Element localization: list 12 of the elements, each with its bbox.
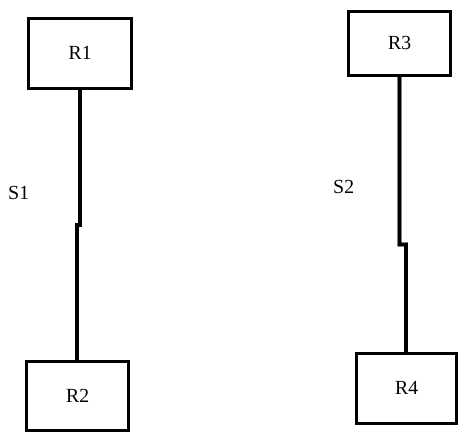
edge-label: S1 bbox=[8, 182, 30, 205]
box-label: R2 bbox=[66, 384, 90, 408]
box bbox=[27, 17, 133, 90]
edge-label: S2 bbox=[333, 176, 354, 199]
connector-line bbox=[398, 77, 408, 352]
box bbox=[355, 352, 458, 425]
connector-line bbox=[75, 90, 82, 360]
box-label: R4 bbox=[394, 377, 418, 400]
box-label: R1 bbox=[68, 42, 92, 65]
box bbox=[25, 360, 130, 432]
box-label: R3 bbox=[388, 32, 412, 55]
box bbox=[347, 10, 452, 77]
